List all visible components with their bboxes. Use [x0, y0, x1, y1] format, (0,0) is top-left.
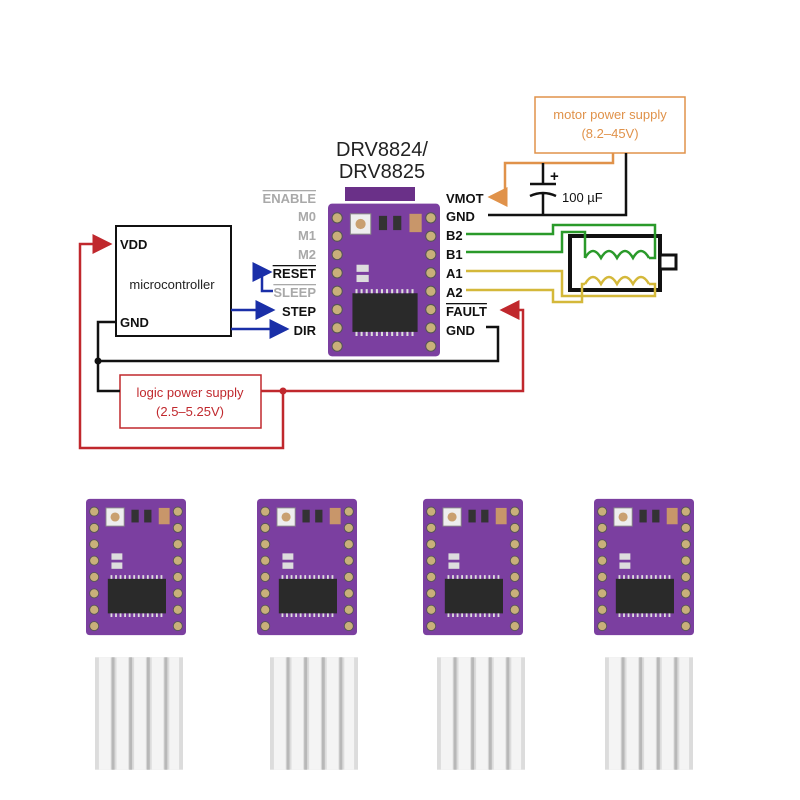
- pin-dir: DIR: [294, 323, 317, 338]
- capacitor-value: 100 µF: [562, 190, 603, 205]
- pin-gnd-motor: GND: [446, 209, 475, 224]
- heatsink-1: [95, 657, 183, 770]
- product-modules: [86, 497, 694, 770]
- coil-b-wires: [466, 223, 657, 260]
- right-pin-labels: VMOT GND B2 B1 A1 A2 FAULT GND: [446, 191, 487, 338]
- pin-b2: B2: [446, 228, 463, 243]
- vmot-wire: [487, 153, 615, 207]
- pin-gnd-logic: GND: [446, 323, 475, 338]
- coil-a-wires: [466, 269, 657, 304]
- pin-vmot: VMOT: [446, 191, 484, 206]
- microcontroller-box: [115, 225, 232, 337]
- coil-b: [583, 249, 651, 261]
- title-line-2: DRV8825: [339, 161, 425, 183]
- capacitor-polarity: +: [550, 168, 559, 185]
- motor-supply-label: motor power supply: [553, 107, 667, 122]
- logic-junction: [279, 387, 287, 395]
- pin-enable: ENABLE: [263, 191, 317, 206]
- pin-b1: B1: [446, 247, 463, 262]
- board-top-components: [345, 187, 415, 201]
- module-board-2: [257, 497, 357, 637]
- motor-gnd-wire: [488, 153, 628, 217]
- pin-fault: FAULT: [446, 304, 487, 319]
- pin-step: STEP: [282, 304, 316, 319]
- heatsink-4: [605, 657, 693, 770]
- module-board-1: [86, 497, 186, 637]
- pin-sleep: SLEEP: [273, 285, 316, 300]
- pin-reset: RESET: [273, 266, 316, 281]
- coil-a: [583, 275, 651, 287]
- title-line-1: DRV8824/: [336, 139, 428, 161]
- heatsink-3: [437, 657, 525, 770]
- pin-m0: M0: [298, 209, 316, 224]
- pin-a2: A2: [446, 285, 463, 300]
- ground-junction: [94, 357, 102, 365]
- logic-power-wires: [78, 234, 525, 450]
- motor-supply-box: [534, 96, 686, 154]
- logic-supply-box: [119, 374, 262, 429]
- motor-supply-range: (8.2–45V): [581, 126, 638, 141]
- logic-supply-range: (2.5–5.25V): [156, 404, 224, 419]
- left-pin-labels: ENABLE M0 M1 M2 RESET SLEEP STEP DIR: [263, 191, 317, 338]
- driver-board: [328, 202, 440, 358]
- ground-wires: [96, 320, 500, 393]
- logic-supply-label: logic power supply: [137, 385, 244, 400]
- mcu-gnd: GND: [120, 315, 149, 330]
- mcu-vdd: VDD: [120, 237, 147, 252]
- module-board-4: [594, 497, 694, 637]
- capacitor-symbol: [529, 163, 557, 215]
- module-board-3: [423, 497, 523, 637]
- pin-m2: M2: [298, 247, 316, 262]
- pin-m1: M1: [298, 228, 316, 243]
- mcu-name: microcontroller: [129, 277, 215, 292]
- step-dir-wires: [231, 262, 290, 339]
- heatsink-2: [270, 657, 358, 770]
- pin-a1: A1: [446, 266, 463, 281]
